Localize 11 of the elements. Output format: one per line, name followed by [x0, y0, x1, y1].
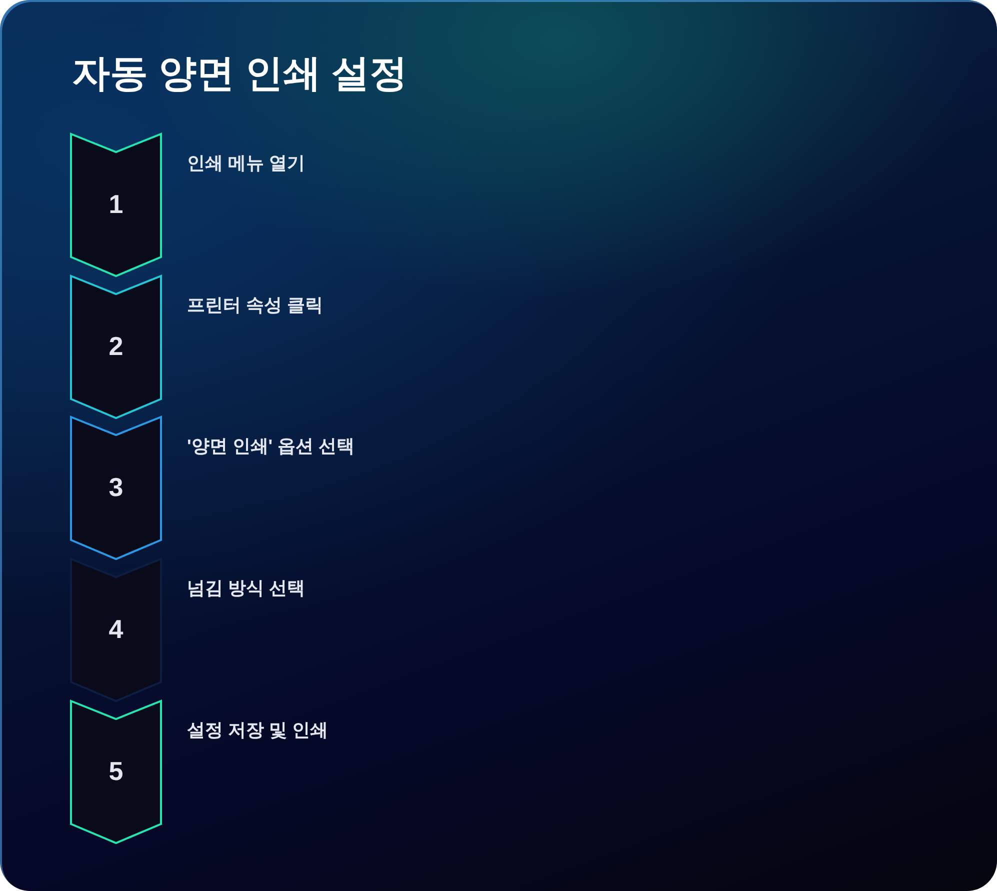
step-label: 넘김 방식 선택 — [187, 577, 306, 600]
step-number: 1 — [108, 189, 124, 219]
step-number: 3 — [108, 472, 124, 502]
step-number: 2 — [108, 331, 124, 361]
title: 자동 양면 인쇄 설정 — [72, 52, 408, 97]
step-number: 5 — [108, 756, 124, 786]
step-label: '양면 인쇄' 옵션 선택 — [187, 435, 355, 458]
step-number: 4 — [108, 614, 124, 644]
step-label: 설정 저장 및 인쇄 — [187, 719, 328, 742]
step-label: 인쇄 메뉴 열기 — [187, 152, 306, 175]
step-label: 프린터 속성 클릭 — [187, 294, 324, 317]
